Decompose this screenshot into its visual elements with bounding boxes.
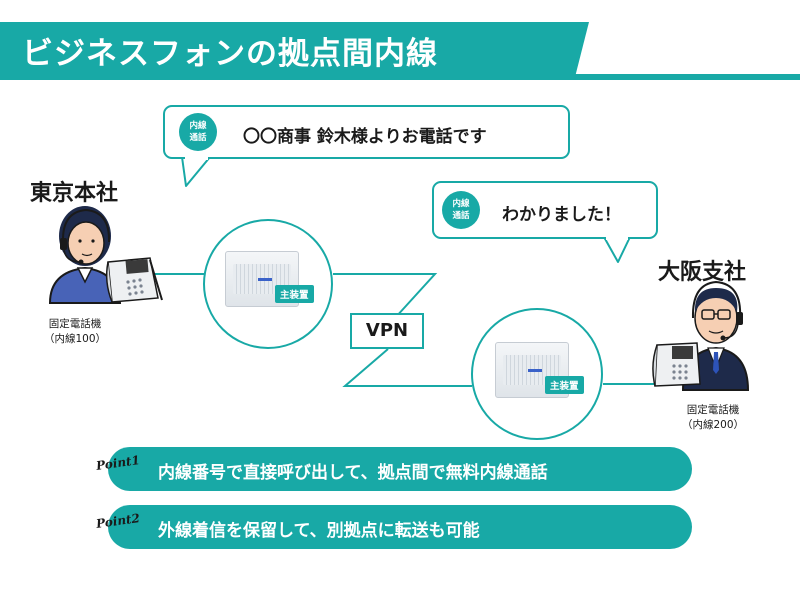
osaka-desk-phone-illustration [652,342,701,387]
tokyo-phone-caption-line1: 固定電話機 [48,318,102,330]
tokyo-pbx-tag: 主装置 [275,285,314,303]
osaka-phone-caption-line1: 固定電話機 [686,404,740,416]
tokyo-pbx-circle: 主装置 [203,219,333,349]
internal-call-badge: 内線 通話 [179,113,217,151]
tokyo-phone-caption-line2: （内線100） [43,333,107,345]
vpn-box: VPN [350,313,424,349]
page-title: ビジネスフォンの拠点間内線 [22,36,438,72]
tokyo-phone-caption: 固定電話機 （内線100） [35,317,115,347]
point-text: 内線番号で直接呼び出して、拠点間で無料内線通話 [158,463,548,483]
badge-line1: 内線 [452,199,470,209]
speech-bubble-tokyo: 内線 通話 〇〇商事 鈴木様よりお電話です [163,105,570,159]
internal-call-badge: 内線 通話 [442,191,480,229]
badge-line2: 通話 [189,133,207,143]
point-banner-2: 外線着信を保留して、別拠点に転送も可能 [108,505,692,549]
osaka-pbx-circle: 主装置 [471,308,603,440]
osaka-phone-caption: 固定電話機 （内線200） [673,403,753,433]
tokyo-pbx-unit [225,251,299,307]
speech-bubble-osaka: 内線 通話 わかりました！ [432,181,658,239]
tokyo-site-label: 東京本社 [30,181,119,206]
vpn-line-lower [342,348,472,387]
badge-line1: 内線 [189,121,207,131]
header: ビジネスフォンの拠点間内線 [0,22,800,80]
point-banner-1: 内線番号で直接呼び出して、拠点間で無料内線通話 [108,447,692,491]
point-text: 外線着信を保留して、別拠点に転送も可能 [158,521,480,541]
tokyo-desk-phone-illustration [105,257,163,303]
tokyo-operator-illustration [48,206,122,304]
header-bar [0,22,589,80]
osaka-phone-caption-line2: （内線200） [681,419,745,431]
badge-line2: 通話 [452,211,470,221]
bubble-message: わかりました！ [502,205,621,225]
bubble-tail-mask [606,236,628,240]
bubble-tail-mask [185,156,208,160]
bubble-message: 〇〇商事 鈴木様よりお電話です [243,127,487,147]
vpn-line-upper [333,273,438,319]
osaka-pbx-tag: 主装置 [545,376,584,394]
osaka-site-label: 大阪支社 [658,260,747,285]
